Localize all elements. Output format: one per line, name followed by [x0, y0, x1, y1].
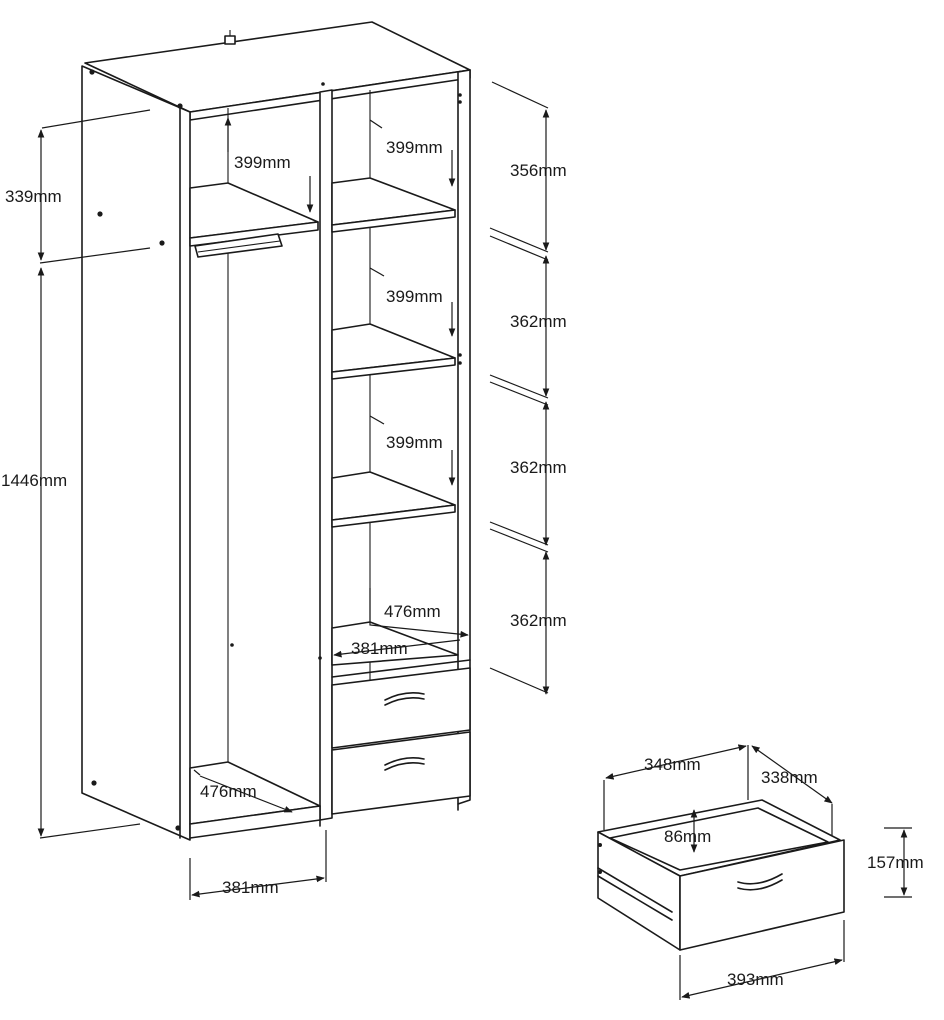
- drawer-depth-label: 348mm: [644, 755, 701, 774]
- drawer-front-panel: [679, 839, 845, 951]
- drawer-width-label: 393mm: [727, 970, 784, 989]
- drawer-height-label: 157mm: [867, 853, 924, 872]
- shelf-width-label-3: 399mm: [386, 433, 443, 452]
- wardrobe-body: [81, 21, 471, 841]
- wardrobe-drawers: [331, 659, 471, 815]
- hanging-rail: [194, 233, 283, 258]
- drawer-detail: [597, 799, 845, 951]
- drawer-dimension-labels: 348mm 338mm 86mm 157mm 393mm: [644, 755, 924, 989]
- wardrobe-dimension-labels: 339mm 1446mm 399mm 399mm 399mm 399mm 356…: [1, 138, 567, 897]
- shelf-width-label-2: 399mm: [386, 287, 443, 306]
- top-fitting-icon: [224, 30, 236, 45]
- top-compartment-height-label: 339mm: [5, 187, 62, 206]
- lower-depth-label: 476mm: [384, 602, 441, 621]
- hanging-height-label: 1446mm: [1, 471, 67, 490]
- wardrobe-center-divider: [319, 89, 333, 821]
- bottom-width-label: 381mm: [222, 878, 279, 897]
- wardrobe-left-side-panel: [81, 65, 191, 841]
- dimension-lines: [37, 81, 550, 900]
- right-height-label-2: 362mm: [510, 312, 567, 331]
- drawer-inner-height-label: 86mm: [664, 827, 711, 846]
- wardrobe-right-side-panel: [457, 69, 471, 805]
- shelf-width-label-1: 399mm: [386, 138, 443, 157]
- drawer-dimension-lines: [603, 744, 912, 1000]
- right-height-label-1: 356mm: [510, 161, 567, 180]
- drawer-side-depth-label: 338mm: [761, 768, 818, 787]
- left-top-width-label: 399mm: [234, 153, 291, 172]
- right-height-label-4: 362mm: [510, 611, 567, 630]
- bottom-depth-label: 476mm: [200, 782, 257, 801]
- right-height-label-3: 362mm: [510, 458, 567, 477]
- drawer-handle-icon: [737, 873, 783, 885]
- wardrobe-right-shelves: [331, 177, 459, 666]
- lower-width-label: 381mm: [351, 639, 408, 658]
